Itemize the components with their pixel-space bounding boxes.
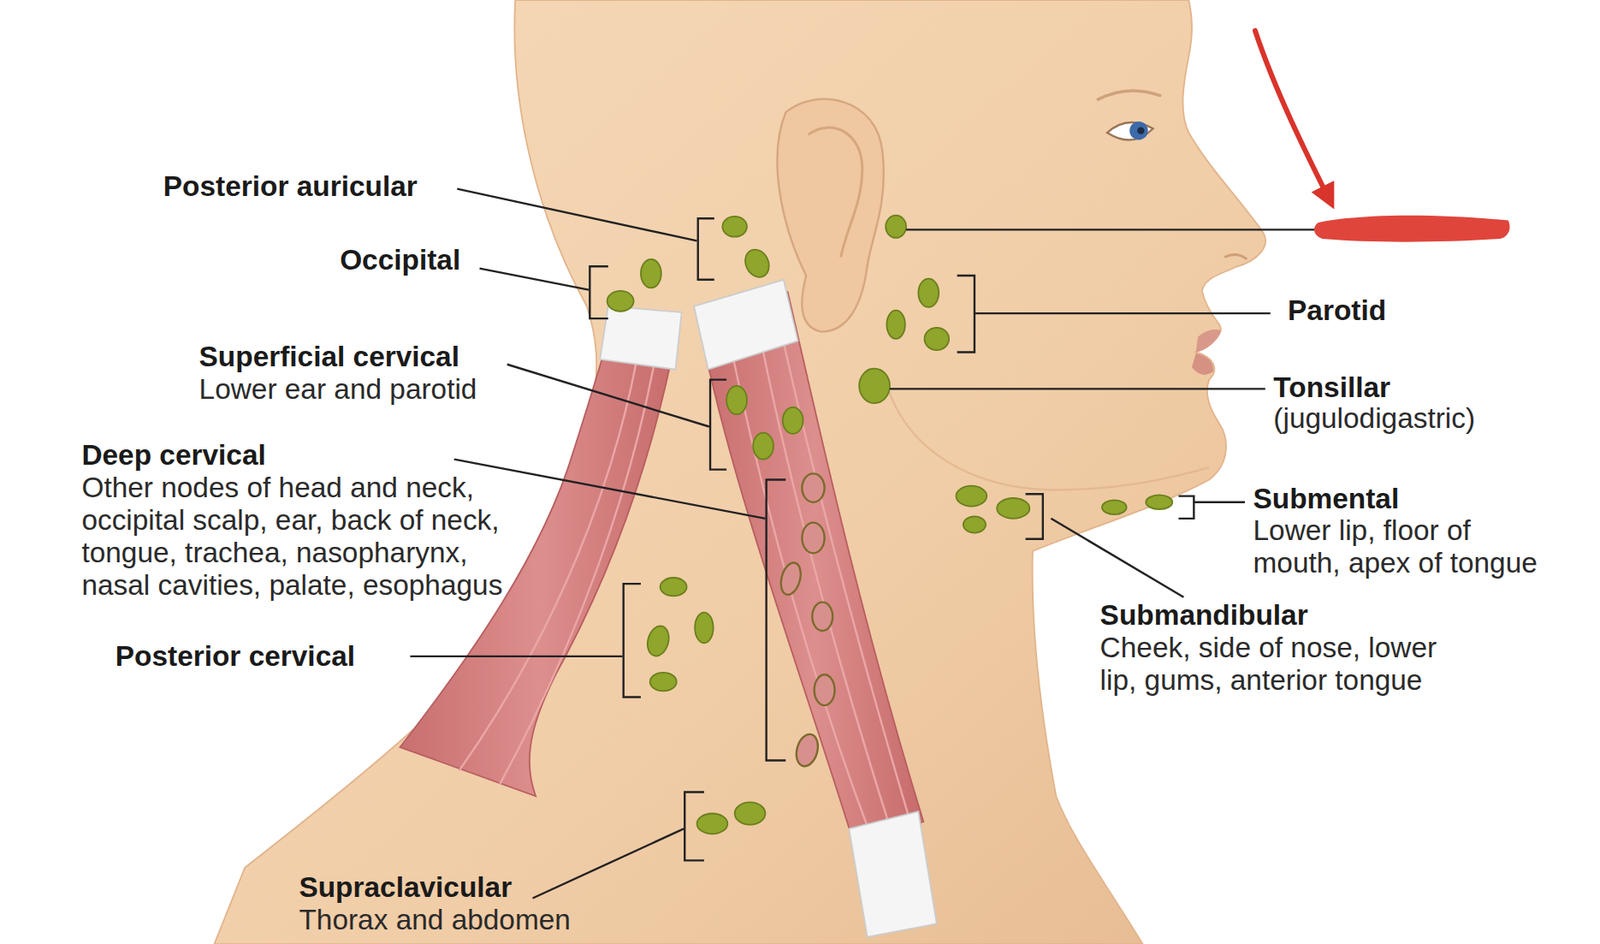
- drainage-note: Thorax and abdomen: [298, 904, 570, 937]
- pupil: [1137, 126, 1144, 134]
- node-group-label: Parotid: [1287, 295, 1387, 328]
- eyebrow: [1096, 90, 1162, 101]
- node-group-label: Occipital: [339, 243, 461, 277]
- tendon: [599, 306, 682, 370]
- redaction-scribble: [1314, 215, 1511, 243]
- node-group-label: Submandibular: [1100, 598, 1309, 632]
- drainage-note: Lower lip, floor of mouth, apex of tongu…: [1253, 514, 1555, 580]
- muscle-fibers: [459, 337, 659, 784]
- node-group-label: Tonsillar: [1273, 371, 1391, 404]
- muscle-fibers: [726, 306, 911, 832]
- deep-lymph-nodes: [777, 473, 836, 769]
- node-group-label: Deep cervical: [81, 438, 266, 472]
- nostril: [1224, 254, 1247, 259]
- lymph-nodes: [607, 215, 1174, 835]
- drainage-note: (jugulodigastric): [1273, 402, 1476, 435]
- drainage-note: Cheek, side of nose, lower lip, gums, an…: [1100, 631, 1458, 697]
- ear: [776, 99, 883, 332]
- leader-lines: [409, 189, 1316, 899]
- node-group-label: Posterior cervical: [115, 640, 356, 673]
- drainage-note: Lower ear and parotid: [199, 373, 478, 406]
- node-group-label: Superficial cervical: [199, 340, 460, 374]
- node-group-label: Submental: [1253, 482, 1400, 516]
- upper-lip: [1196, 329, 1222, 352]
- drainage-note: Other nodes of head and neck, occipital …: [81, 471, 522, 603]
- lower-lip: [1191, 353, 1214, 375]
- node-group-label: Posterior auricular: [163, 170, 418, 203]
- iris: [1129, 121, 1148, 140]
- tendon: [848, 811, 937, 937]
- sternocleidomastoid-muscle: [704, 291, 924, 848]
- ear-inner: [808, 127, 863, 257]
- node-group-label: Supraclavicular: [298, 871, 512, 904]
- red-arrow: [1255, 30, 1330, 201]
- jaw-line: [888, 387, 1210, 490]
- tendon: [693, 279, 799, 370]
